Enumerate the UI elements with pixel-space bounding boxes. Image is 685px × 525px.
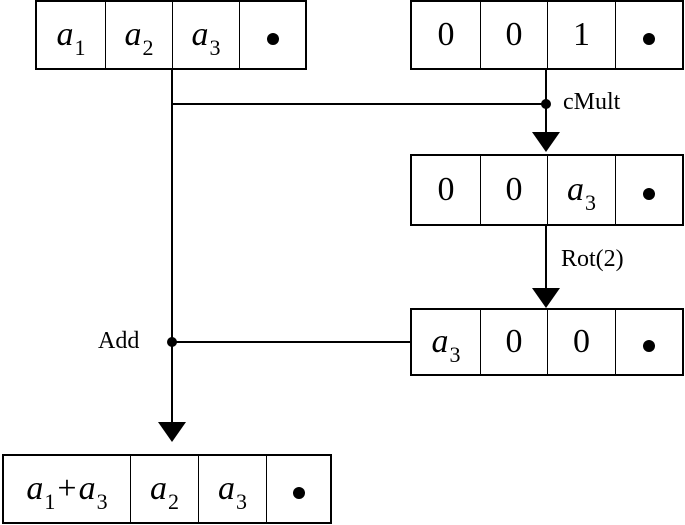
- cell-var: a1: [26, 470, 56, 514]
- vector-cell: 0: [412, 156, 480, 224]
- bullet-icon: [643, 33, 655, 45]
- vector-cell: a3: [172, 2, 239, 68]
- cell-var: a3: [431, 323, 461, 367]
- cell-subscript: 3: [449, 342, 461, 367]
- vector-input-a: a1 a2 a3: [35, 0, 307, 70]
- rot-label: Rot(2): [561, 246, 624, 272]
- cell-var: a3: [218, 470, 247, 514]
- cell-value: 0: [437, 16, 455, 53]
- cell-value: 1: [573, 16, 590, 53]
- vector-cell: [266, 456, 330, 522]
- cell-subscript: 3: [96, 489, 108, 514]
- vector-cell: a3: [412, 310, 480, 374]
- cell-subscript: 3: [209, 35, 221, 60]
- vector-cell: 0: [412, 2, 480, 68]
- cell-subscript: 2: [168, 489, 179, 514]
- cmult-node: [541, 99, 551, 109]
- vector-cell: a2: [105, 2, 172, 68]
- vector-cell: 0: [480, 156, 547, 224]
- cell-var: a3: [78, 470, 108, 514]
- cell-subscript: 1: [44, 489, 56, 514]
- vector-cell: [615, 2, 682, 68]
- cell-subscript: 3: [236, 489, 247, 514]
- vector-cell: 0: [547, 310, 615, 374]
- cell-value: 0: [505, 171, 523, 208]
- cell-var: a3: [567, 171, 596, 215]
- cell-var: a3: [191, 16, 221, 60]
- cell-var: a2: [150, 470, 179, 514]
- vector-cell: 0: [480, 310, 547, 374]
- vector-cell: [615, 310, 682, 374]
- vector-cell: a1: [37, 2, 105, 68]
- vector-cell: a2: [130, 456, 198, 522]
- vector-cell: 0: [480, 2, 547, 68]
- cell-subscript: 1: [74, 35, 86, 60]
- cell-value: 0: [437, 171, 455, 208]
- vector-cell: [615, 156, 682, 224]
- cell-value: 0: [505, 16, 523, 53]
- vector-cell: [239, 2, 305, 68]
- bullet-icon: [643, 340, 655, 352]
- cell-subscript: 3: [585, 190, 596, 215]
- vector-masked: 0 0 a3: [410, 154, 684, 226]
- cell-value: 0: [573, 323, 590, 360]
- vector-cell: a3: [198, 456, 266, 522]
- vector-cell: 1: [547, 2, 615, 68]
- add-label: Add: [98, 328, 140, 354]
- cell-value: 0: [505, 323, 523, 360]
- vector-cell: a1+a3: [4, 456, 130, 522]
- vector-mask: 0 0 1: [410, 0, 684, 70]
- vector-cell: a3: [547, 156, 615, 224]
- operator: +: [57, 470, 77, 507]
- vector-rotated: a3 0 0: [410, 308, 684, 376]
- bullet-icon: [266, 33, 279, 45]
- cell-var: a2: [124, 16, 154, 60]
- bullet-icon: [643, 188, 655, 200]
- cell-var: a1: [56, 16, 86, 60]
- bullet-icon: [292, 487, 305, 499]
- cell-subscript: 2: [142, 35, 154, 60]
- cmult-label: cMult: [563, 89, 621, 115]
- add-node: [167, 337, 177, 347]
